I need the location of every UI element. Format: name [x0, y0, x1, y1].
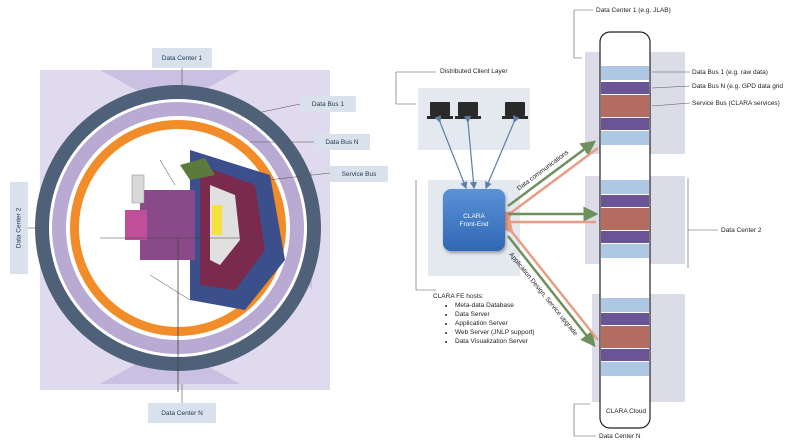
data-bus-n-gpd-label: Data Bus N (e.g. GPD data grid: [692, 83, 784, 90]
service-bus-box: Service Bus: [330, 166, 388, 182]
data-center-2-box: Data Center 2: [10, 182, 28, 274]
data-center-n-right-label: Data Center N: [599, 433, 641, 440]
data-center-1-box: Data Center 1: [152, 48, 212, 68]
host-item: Web Server (JNLP support): [455, 328, 535, 337]
host-item: Application Server: [455, 319, 535, 328]
data-bus-1-box: Data Bus 1: [300, 96, 356, 112]
client-layer-label: Distributed Client Layer: [440, 68, 508, 75]
data-bus-n-box: Data Bus N: [314, 134, 370, 150]
host-item: Meta-data Database: [455, 301, 535, 310]
clara-front-end: CLARA Front-End: [443, 189, 505, 251]
host-item: Data Visualization Server: [455, 337, 535, 346]
laptop-icon: [427, 102, 528, 119]
clara-cloud-diagram: [395, 9, 718, 437]
data-center-n-label: Data Center N: [161, 409, 203, 417]
detector-diagram: [28, 68, 331, 403]
data-center-1-label: Data Center 1: [161, 54, 203, 62]
data-center-2-label: Data Center 2: [15, 207, 23, 249]
data-bus-1-label: Data Bus 1: [311, 100, 345, 108]
service-bus-label: Service Bus: [341, 170, 377, 178]
hosts-list: Meta-data Database Data Server Applicati…: [433, 301, 535, 346]
data-center-1-jlab-label: Data Center 1 (e.g. JLAB): [596, 7, 671, 14]
front-end-line1: CLARA: [463, 213, 485, 220]
data-bus-n-label: Data Bus N: [325, 138, 359, 146]
clara-fe-hosts: CLARA FE hosts: Meta-data Database Data …: [433, 292, 535, 346]
service-bus-clara-label: Service Bus (CLARA services): [692, 100, 780, 107]
detector-image: [100, 150, 285, 310]
data-center-n-box: Data Center N: [148, 403, 216, 423]
data-center-2-right-label: Data Center 2: [721, 227, 762, 234]
hosts-title: CLARA FE hosts:: [433, 293, 484, 300]
host-item: Data Server: [455, 310, 535, 319]
front-end-line2: Front-End: [459, 221, 489, 228]
data-bus-1-raw-label: Data Bus 1 (e.g. raw data): [692, 69, 768, 76]
clara-cloud-label: CLARA Cloud: [606, 408, 647, 415]
